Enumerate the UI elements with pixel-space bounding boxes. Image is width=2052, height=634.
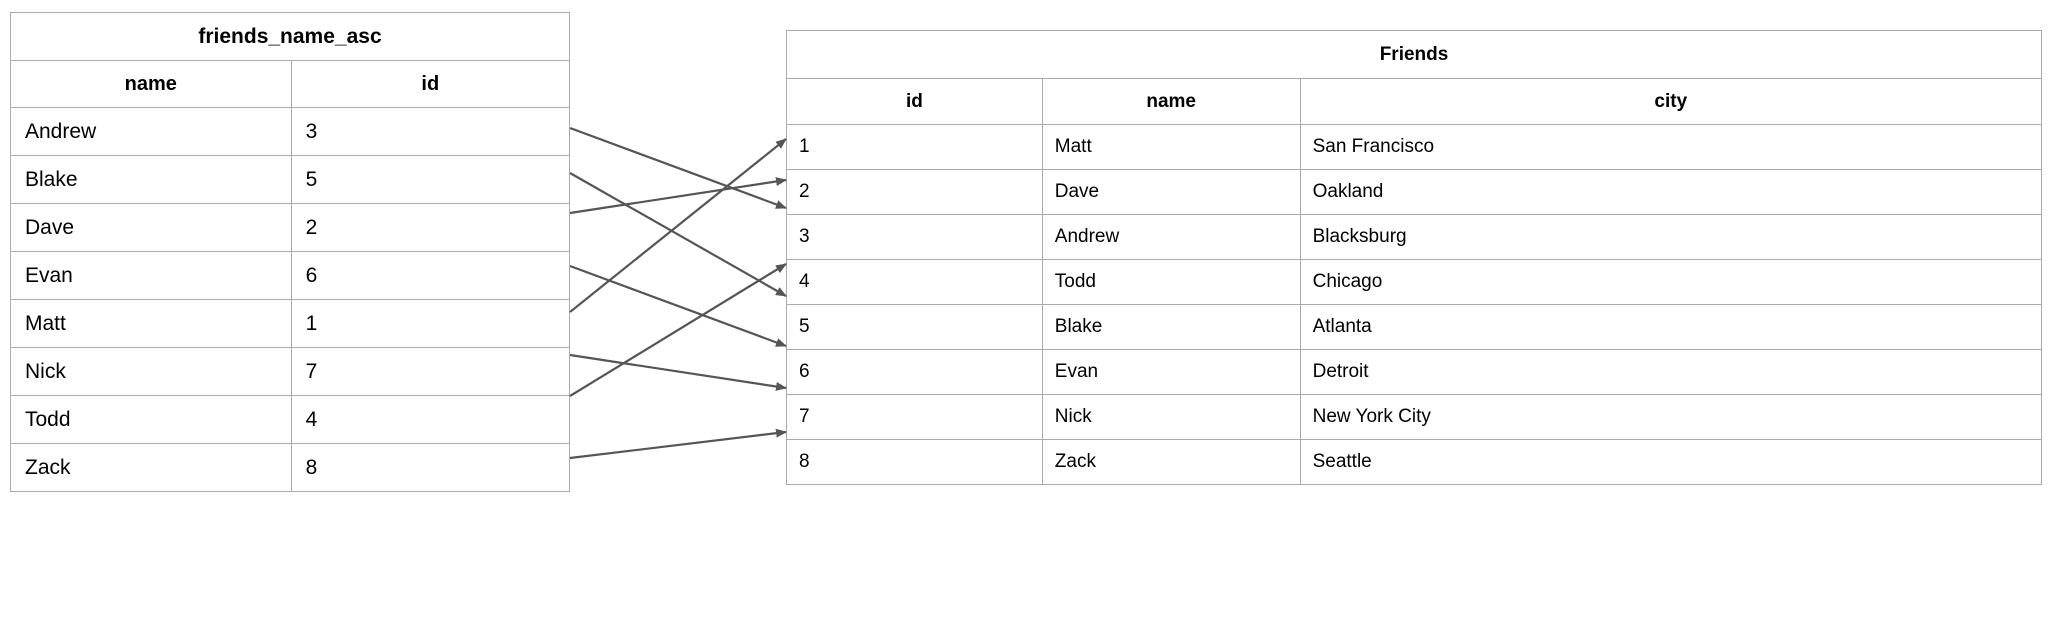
left-cell-name: Zack bbox=[10, 443, 292, 492]
table-row: 5 Blake Atlanta bbox=[786, 304, 2043, 350]
connector-Zack-to-id-8 bbox=[569, 428, 787, 460]
right-col-header-name: name bbox=[1041, 78, 1301, 125]
table-row: Matt 1 bbox=[10, 299, 571, 348]
right-cell-name: Andrew bbox=[1041, 214, 1301, 260]
right-cell-id: 6 bbox=[786, 349, 1043, 395]
connector-Nick-to-id-7 bbox=[569, 353, 787, 391]
left-cell-name: Todd bbox=[10, 395, 292, 444]
left-cell-name: Nick bbox=[10, 347, 292, 396]
right-table-header-row: id name city bbox=[786, 78, 2043, 125]
right-cell-city: New York City bbox=[1299, 394, 2043, 440]
right-cell-city: Blacksburg bbox=[1299, 214, 2043, 260]
left-cell-name: Andrew bbox=[10, 107, 292, 156]
right-cell-city: San Francisco bbox=[1299, 124, 2043, 170]
data-table-friends: Friends id name city 1 Matt San Francisc… bbox=[786, 30, 2043, 485]
left-cell-name: Matt bbox=[10, 299, 292, 348]
table-row: Andrew 3 bbox=[10, 107, 571, 156]
left-table-header-row: name id bbox=[10, 60, 571, 108]
right-cell-name: Todd bbox=[1041, 259, 1301, 305]
table-row: 4 Todd Chicago bbox=[786, 259, 2043, 305]
right-cell-city: Atlanta bbox=[1299, 304, 2043, 350]
right-table-title: Friends bbox=[786, 30, 2042, 79]
left-cell-id: 5 bbox=[290, 155, 571, 204]
right-cell-id: 5 bbox=[786, 304, 1043, 350]
right-cell-city: Seattle bbox=[1299, 439, 2043, 485]
left-cell-name: Evan bbox=[10, 251, 292, 300]
table-row: Dave 2 bbox=[10, 203, 571, 252]
connector-Matt-to-id-1 bbox=[569, 138, 787, 313]
table-row: 7 Nick New York City bbox=[786, 394, 2043, 440]
table-row: 6 Evan Detroit bbox=[786, 349, 2043, 395]
right-col-header-id: id bbox=[786, 78, 1043, 125]
left-cell-name: Blake bbox=[10, 155, 292, 204]
left-table-title-row: friends_name_asc bbox=[10, 12, 570, 61]
right-cell-name: Nick bbox=[1041, 394, 1301, 440]
right-cell-city: Detroit bbox=[1299, 349, 2043, 395]
table-row: 8 Zack Seattle bbox=[786, 439, 2043, 485]
right-cell-name: Matt bbox=[1041, 124, 1301, 170]
table-row: Todd 4 bbox=[10, 395, 571, 444]
left-cell-id: 7 bbox=[290, 347, 571, 396]
connector-Blake-to-id-5 bbox=[569, 172, 787, 297]
left-cell-id: 6 bbox=[290, 251, 571, 300]
right-cell-name: Zack bbox=[1041, 439, 1301, 485]
left-cell-id: 3 bbox=[290, 107, 571, 156]
right-cell-id: 2 bbox=[786, 169, 1043, 215]
table-row: Blake 5 bbox=[10, 155, 571, 204]
right-cell-id: 3 bbox=[786, 214, 1043, 260]
table-row: Zack 8 bbox=[10, 443, 571, 492]
right-cell-name: Blake bbox=[1041, 304, 1301, 350]
table-row: 2 Dave Oakland bbox=[786, 169, 2043, 215]
right-col-header-city: city bbox=[1299, 78, 2043, 125]
index-table-friends-name-asc: friends_name_asc name id Andrew 3 Blake … bbox=[10, 12, 571, 492]
table-row: 3 Andrew Blacksburg bbox=[786, 214, 2043, 260]
left-cell-name: Dave bbox=[10, 203, 292, 252]
connector-Evan-to-id-6 bbox=[569, 264, 787, 348]
right-cell-id: 4 bbox=[786, 259, 1043, 305]
table-row: Evan 6 bbox=[10, 251, 571, 300]
left-cell-id: 1 bbox=[290, 299, 571, 348]
right-cell-name: Dave bbox=[1041, 169, 1301, 215]
right-table-title-row: Friends bbox=[786, 30, 2042, 79]
connector-Dave-to-id-2 bbox=[569, 177, 787, 215]
connector-Andrew-to-id-3 bbox=[569, 126, 787, 210]
right-cell-name: Evan bbox=[1041, 349, 1301, 395]
right-cell-id: 7 bbox=[786, 394, 1043, 440]
left-cell-id: 8 bbox=[290, 443, 571, 492]
left-col-header-id: id bbox=[290, 60, 571, 108]
connector-Todd-to-id-4 bbox=[569, 263, 787, 397]
left-col-header-name: name bbox=[10, 60, 292, 108]
right-cell-city: Oakland bbox=[1299, 169, 2043, 215]
right-cell-city: Chicago bbox=[1299, 259, 2043, 305]
table-row: Nick 7 bbox=[10, 347, 571, 396]
right-cell-id: 1 bbox=[786, 124, 1043, 170]
left-table-title: friends_name_asc bbox=[10, 12, 570, 61]
left-cell-id: 2 bbox=[290, 203, 571, 252]
right-cell-id: 8 bbox=[786, 439, 1043, 485]
table-row: 1 Matt San Francisco bbox=[786, 124, 2043, 170]
left-cell-id: 4 bbox=[290, 395, 571, 444]
